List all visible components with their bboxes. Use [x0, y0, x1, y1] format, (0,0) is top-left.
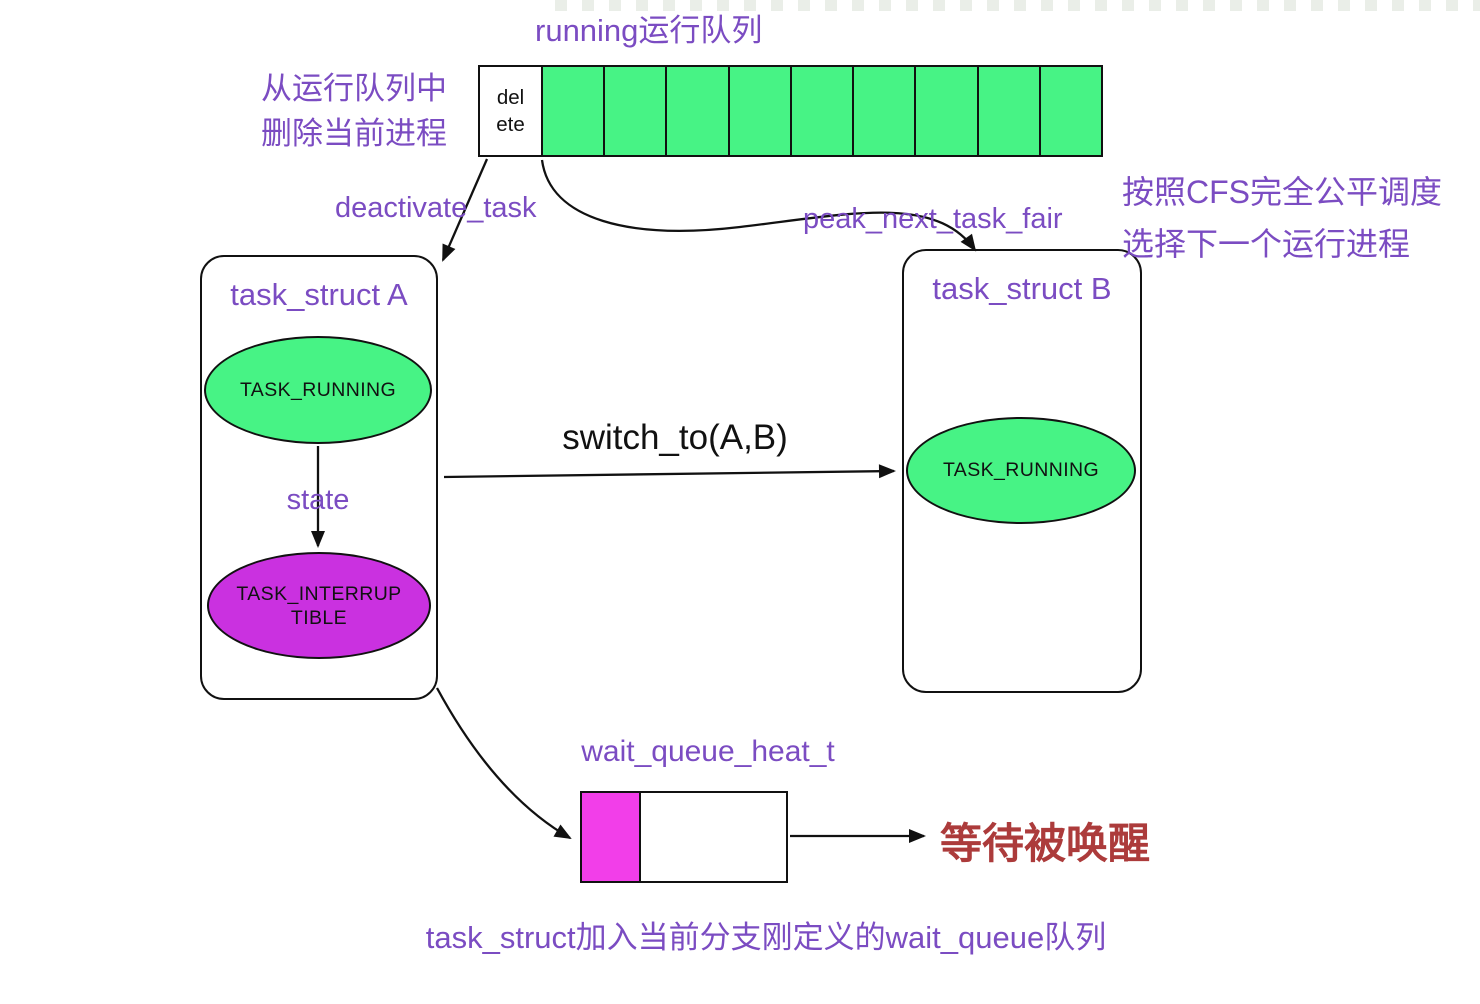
queue-cell: [665, 67, 728, 155]
task-struct-a-title: task_struct A: [230, 277, 408, 312]
task-a-running-ellipse: TASK_RUNNING: [204, 336, 432, 444]
top-edge-artifact: [555, 0, 1480, 11]
queue-cell: [976, 67, 1039, 155]
bottom-note: task_struct加入当前分支刚定义的wait_queue队列: [425, 920, 1107, 955]
state-label: state: [286, 484, 350, 516]
task-b-running-ellipse: TASK_RUNNING: [906, 417, 1136, 524]
wakeup-label: 等待被唤醒: [940, 820, 1151, 867]
queue-delete-cell: del ete: [480, 67, 541, 155]
queue-cell: [914, 67, 977, 155]
task-struct-a-box: task_struct A TASK_RUNNING TASK_INTERRUP…: [200, 255, 438, 700]
queue-cell: [1038, 67, 1101, 155]
switch-to-label: switch_to(A,B): [562, 418, 788, 457]
wait-queue-box: [580, 791, 788, 883]
wait-queue-head-cell: [582, 793, 641, 881]
queue-cell: [541, 67, 604, 155]
remove-from-queue-annotation: 从运行队列中 删除当前进程: [261, 71, 447, 151]
running-queue: del ete: [478, 65, 1103, 157]
task-struct-b-box: task_struct B TASK_RUNNING: [902, 249, 1142, 693]
queue-cell: [852, 67, 915, 155]
queue-cell: [789, 67, 853, 155]
queue-green-cells: [541, 67, 1101, 155]
task-a-interruptible-ellipse: TASK_INTERRUP TIBLE: [207, 552, 431, 659]
cfs-annotation: 按照CFS完全公平调度 选择下一个运行进程: [1122, 174, 1443, 262]
task-struct-b-title: task_struct B: [932, 271, 1112, 306]
running-queue-title: running运行队列: [535, 13, 763, 48]
deactivate-task-label: deactivate_task: [335, 192, 537, 224]
queue-cell: [727, 67, 790, 155]
switch-to-arrow: [443, 464, 896, 479]
wait-queue-label: wait_queue_heat_t: [581, 735, 835, 768]
peak-next-task-fair-label: peak_next_task_fair: [803, 203, 1063, 235]
queue-cell: [603, 67, 666, 155]
